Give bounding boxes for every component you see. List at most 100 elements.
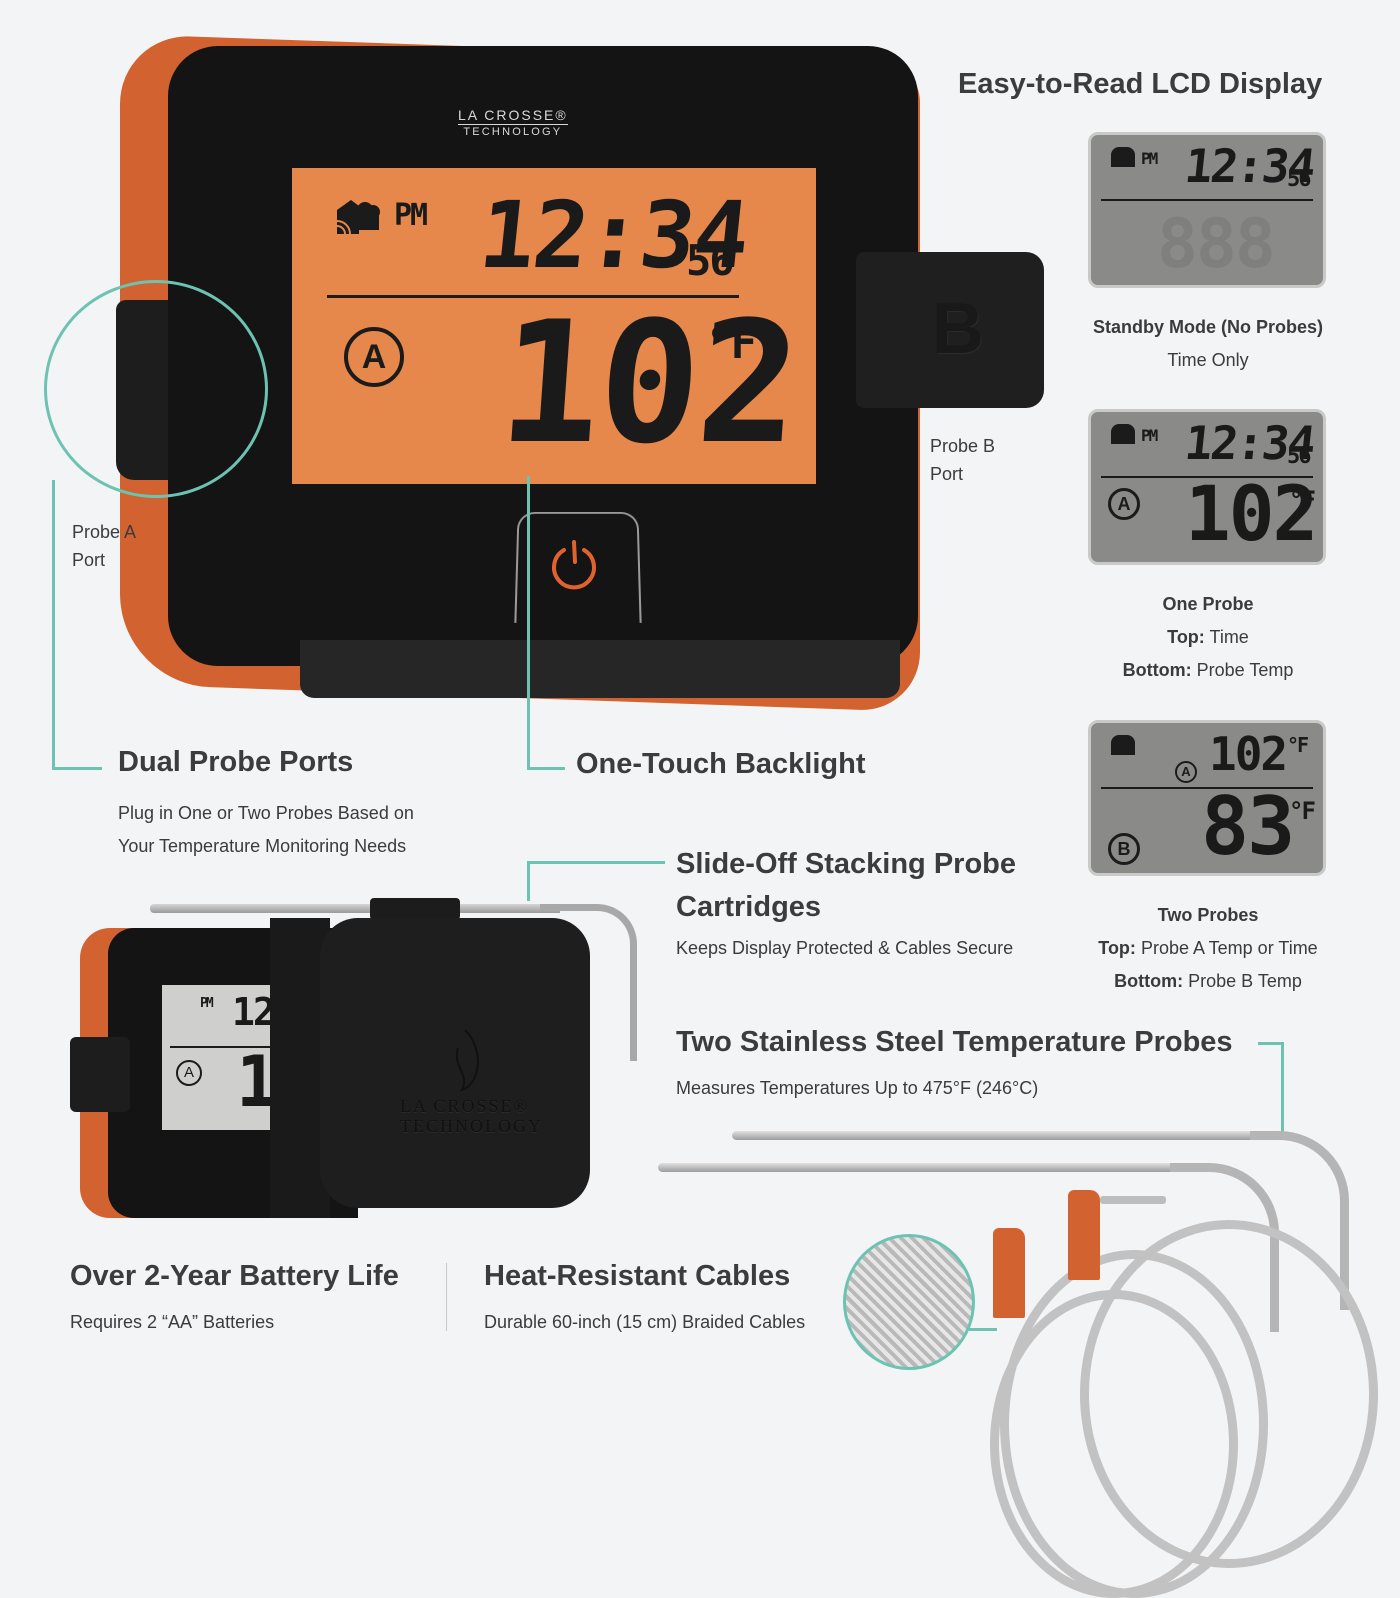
lcd-separator — [1101, 476, 1313, 478]
lcd-top-unit: °F — [1287, 733, 1309, 757]
probe-plug-2 — [1068, 1190, 1100, 1280]
lcd-panel-one-probe: PM 12:34 56 A 102 °F — [1088, 409, 1326, 565]
lcd-display-heading: Easy-to-Read LCD Display — [958, 68, 1323, 100]
probe-a-indicator: A — [1108, 488, 1140, 520]
plug-pin — [1100, 1196, 1166, 1204]
cables-title: Heat-Resistant Cables — [484, 1260, 791, 1292]
port-b-letter: B — [932, 289, 984, 369]
callout-line — [1281, 1042, 1284, 1138]
desc-line: Plug in One or Two Probes Based on — [118, 803, 414, 823]
callout-line — [527, 861, 530, 901]
cartridges-desc: Keeps Display Protected & Cables Secure — [676, 938, 1014, 958]
lcd-separator — [1101, 787, 1313, 789]
probe-a-port-highlight — [44, 280, 268, 498]
probe-a-port-small — [70, 1037, 130, 1112]
lcd-seconds: 56 — [1287, 444, 1311, 469]
brand-logo: LA CROSSE® TECHNOLOGY — [458, 108, 568, 140]
thermometer-base — [300, 640, 900, 698]
lcd-pm: PM — [1141, 149, 1158, 168]
lcd-pm: PM — [1141, 426, 1158, 445]
caption-text: Probe A Temp or Time — [1135, 938, 1318, 958]
lcd-bottom-unit: °F — [1289, 797, 1316, 825]
title-line: Slide-Off Stacking Probe — [676, 848, 1016, 880]
battery-desc: Requires 2 “AA” Batteries — [70, 1312, 275, 1332]
weather-station-icon — [1111, 735, 1135, 755]
dual-probe-ports-desc: Plug in One or Two Probes Based on Your … — [118, 797, 414, 863]
lcd-caption-two-probes: Two Probes Top: Probe A Temp or Time Bot… — [1058, 899, 1358, 998]
probe-clip — [370, 898, 460, 920]
section-divider — [446, 1263, 447, 1331]
probe-a-indicator: A — [176, 1060, 202, 1086]
probe-bend-1 — [1250, 1131, 1349, 1310]
probe-b-indicator: B — [1108, 833, 1140, 865]
cartridge-brand: LA CROSSE® TECHNOLOGY — [400, 1096, 543, 1136]
lcd-temperature: 102 — [1185, 469, 1318, 558]
caption-text: Time — [1204, 627, 1249, 647]
desc-line: Your Temperature Monitoring Needs — [118, 836, 407, 856]
lcd-seconds: 56 — [1287, 167, 1311, 192]
label-line: Port — [72, 550, 106, 570]
lcd-pm: PM — [200, 996, 214, 1011]
callout-line — [1258, 1042, 1284, 1045]
lcd-unit: °F — [706, 318, 757, 369]
probe-needle-1 — [732, 1131, 1268, 1140]
callout-line — [969, 1328, 997, 1331]
flame-icon — [455, 1029, 479, 1092]
caption-title: Standby Mode (No Probes) — [1092, 317, 1323, 337]
lcd-caption-one-probe: One Probe Top: Time Bottom: Probe Temp — [1058, 588, 1358, 687]
lcd-caption-standby: Standby Mode (No Probes) Time Only — [1058, 311, 1358, 377]
brand-line2: TECHNOLOGY — [400, 1116, 543, 1136]
weather-station-icon — [1111, 147, 1135, 167]
probes-desc: Measures Temperatures Up to 475°F (246°C… — [676, 1078, 1039, 1098]
caption-title: Two Probes — [1157, 905, 1259, 925]
callout-line — [52, 480, 55, 770]
weather-station-icon — [1111, 424, 1135, 444]
stored-probe-needle — [150, 904, 560, 913]
lcd-seconds: 56 — [686, 236, 735, 285]
cartridges-title: Slide-Off Stacking Probe Cartridges — [676, 843, 1016, 929]
caption-text: Probe Temp — [1191, 660, 1294, 680]
battery-title: Over 2-Year Battery Life — [70, 1260, 399, 1292]
probe-b-port — [856, 252, 1044, 408]
lcd-separator — [327, 295, 739, 298]
caption-title: One Probe — [1162, 594, 1254, 614]
caption-label: Top: — [1098, 938, 1136, 958]
one-touch-backlight-title: One-Touch Backlight — [576, 748, 866, 780]
label-line: Probe B — [930, 436, 996, 456]
callout-line — [52, 767, 102, 770]
label-line: Port — [930, 464, 964, 484]
backlit-lcd — [292, 168, 816, 484]
probes-title: Two Stainless Steel Temperature Probes — [676, 1026, 1233, 1058]
lcd-ghost-digits: 888 — [1157, 205, 1276, 284]
probe-plug-1 — [993, 1228, 1025, 1318]
lcd-panel-standby: PM 12:34 56 888 — [1088, 132, 1326, 288]
braided-cable — [990, 1290, 1238, 1598]
callout-line — [527, 476, 530, 770]
lcd-top-temperature: 102 — [1209, 727, 1288, 781]
dual-probe-ports-title: Dual Probe Ports — [118, 746, 354, 778]
brand-line1: LA CROSSE® — [400, 1096, 530, 1116]
lcd-separator — [170, 1046, 302, 1048]
lcd-pm: PM — [394, 198, 428, 233]
caption-text: Probe B Temp — [1183, 971, 1302, 991]
probe-a-indicator: A — [1175, 761, 1197, 783]
caption-line: Time Only — [1167, 350, 1249, 370]
label-line: Probe A — [72, 522, 137, 542]
callout-line — [527, 861, 665, 864]
lcd-temperature: 102 — [493, 285, 805, 481]
probe-needle-2 — [658, 1163, 1188, 1172]
probe-a-port-label: Probe A Port — [72, 518, 136, 574]
weather-station-icon — [336, 200, 380, 235]
cables-desc: Durable 60-inch (15 cm) Braided Cables — [484, 1312, 806, 1332]
caption-label: Top: — [1167, 627, 1205, 647]
probe-b-port-label: Probe B Port — [930, 432, 995, 488]
caption-label: Bottom: — [1114, 971, 1184, 991]
brand-line1: LA CROSSE® — [458, 107, 568, 125]
probe-cartridge-cover — [320, 918, 590, 1208]
stored-probe-bend — [540, 904, 637, 1061]
lcd-unit: °F — [1289, 486, 1316, 514]
lcd-bottom-temperature: 83 — [1201, 780, 1295, 873]
power-icon[interactable] — [548, 538, 600, 590]
probe-a-indicator: A — [344, 327, 404, 387]
braid-detail-zoom — [843, 1234, 975, 1370]
